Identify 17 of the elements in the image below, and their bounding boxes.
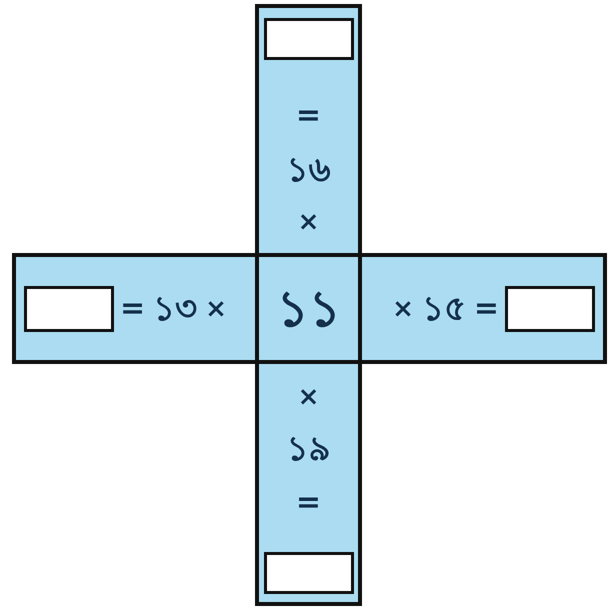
times-sign: × xyxy=(298,384,320,410)
number: ১৯ xyxy=(286,432,330,466)
equals-sign: = xyxy=(120,294,146,324)
times-sign: × xyxy=(205,296,227,322)
number: ১১ xyxy=(276,284,340,334)
number: ১৫ xyxy=(422,292,466,326)
answer-box xyxy=(505,286,595,332)
answer-box xyxy=(264,552,354,594)
answer-box xyxy=(264,18,354,60)
equals-sign: = xyxy=(474,294,499,324)
equals-sign: = xyxy=(296,101,322,131)
number: ১৩ xyxy=(153,292,198,326)
times-sign: × xyxy=(298,209,320,235)
number: ১৬ xyxy=(286,153,330,187)
answer-box xyxy=(24,286,114,332)
times-sign: × xyxy=(392,296,414,322)
equals-sign: = xyxy=(296,488,322,518)
